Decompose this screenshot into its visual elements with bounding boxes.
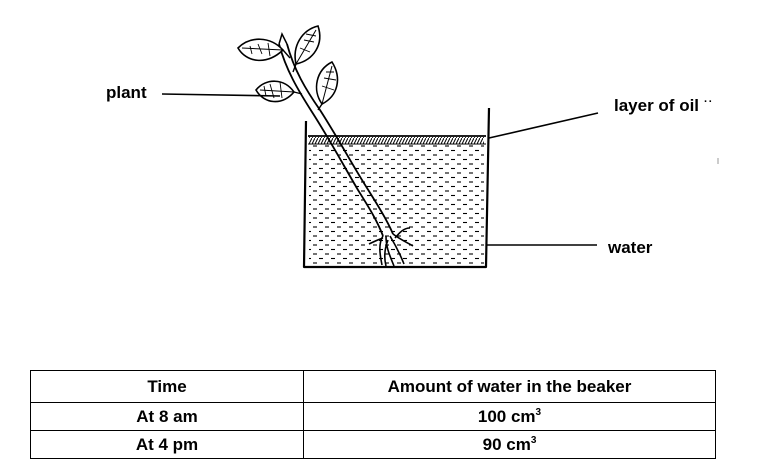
cell-time: At 4 pm	[30, 430, 304, 459]
plant-pointer-line	[161, 93, 281, 97]
leaf-right	[315, 60, 339, 106]
unit-power: 3	[530, 434, 537, 446]
plant-label: plant	[106, 83, 147, 102]
header-time: Time	[30, 370, 304, 403]
plant-roots	[368, 227, 414, 267]
amount-value: 90 cm	[482, 434, 531, 454]
table-row: At 4 pm 90 cm3	[30, 430, 716, 459]
table-header-row: Time Amount of water in the beaker	[30, 370, 716, 403]
plant-stem-left	[278, 43, 384, 237]
results-table: Time Amount of water in the beaker At 8 …	[30, 370, 716, 459]
experiment-diagram	[161, 25, 719, 269]
cell-amount: 90 cm3	[303, 430, 716, 459]
oil-layer	[309, 137, 484, 144]
plant-stem-right	[286, 43, 394, 235]
cell-time: At 8 am	[30, 402, 304, 431]
table-row: At 8 am 100 cm3	[30, 402, 716, 431]
beaker-outline	[302, 107, 491, 269]
amount-value: 100 cm	[477, 406, 536, 426]
oil-label: layer of oil ··	[614, 96, 713, 116]
unit-power: 3	[535, 406, 542, 418]
water-label: water	[608, 238, 653, 257]
oil-pointer-line	[488, 112, 599, 139]
plant-stem-top	[278, 31, 288, 45]
header-amount: Amount of water in the beaker	[303, 370, 716, 403]
leaf-stalks	[282, 49, 323, 111]
oil-label-marks: ··	[704, 96, 714, 108]
oil-label-text: layer of oil	[614, 96, 700, 115]
water-region	[309, 145, 484, 265]
cell-amount: 100 cm3	[303, 402, 716, 431]
plant-leaves	[237, 25, 339, 106]
